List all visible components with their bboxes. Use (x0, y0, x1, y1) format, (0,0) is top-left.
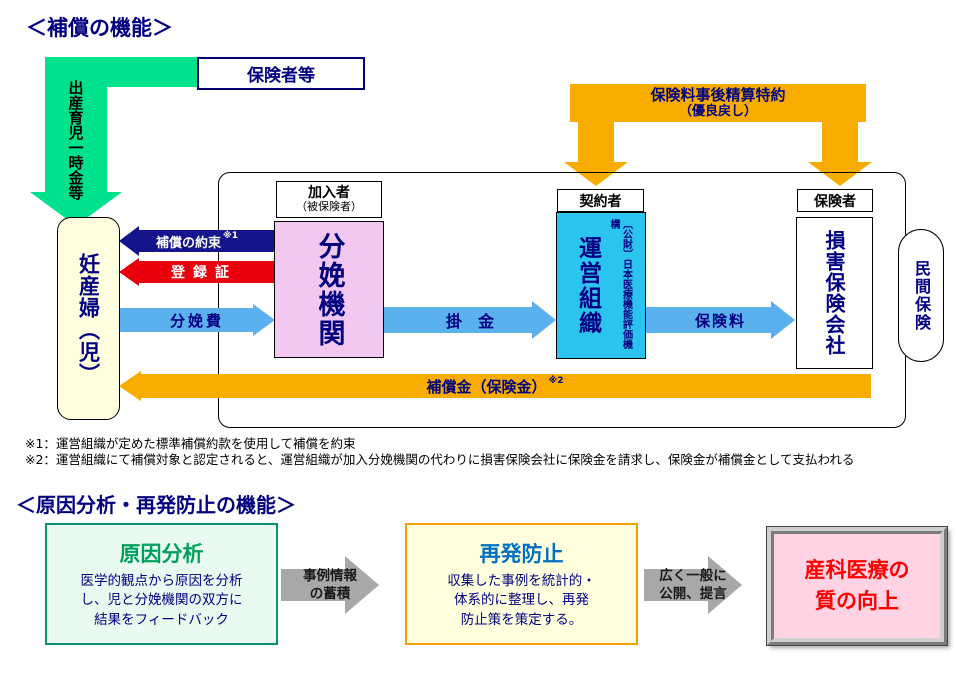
delivery-institution-box: 分娩機関 (274, 221, 384, 358)
member-label-box: 加入者 （被保険者） (276, 181, 382, 218)
member-label: 加入者 (308, 184, 350, 201)
arrow-head (345, 556, 379, 614)
operating-org-subname: 〔公財〕日本医療機能評価機構 (608, 218, 632, 349)
green-flow-connector (104, 57, 198, 87)
cause-analysis-title: 原因分析 (119, 541, 204, 566)
cause-analysis-body: 医学的観点から原因を分析 し、児と分娩機関の双方に 結果をフィードバック (80, 572, 243, 628)
settlement-rider-line1: 保険料事後精算特約 (650, 86, 786, 105)
registration-card-arrow: 登録証 (119, 258, 275, 286)
arrow-body (281, 569, 345, 601)
arrow-label: 分娩費 (169, 311, 224, 330)
arrow-body (139, 261, 275, 283)
arrow-label: 保険料 (694, 311, 746, 330)
arrow-body (644, 569, 708, 601)
cause-analysis-box: 原因分析 医学的観点から原因を分析 し、児と分娩機関の双方に 結果をフィードバッ… (45, 523, 278, 645)
delivery-fee-arrow: 分娩費 (119, 304, 275, 336)
publication-arrow: 広く一般に 公開、提言 (644, 556, 742, 614)
member-sublabel: （被保険者） (296, 200, 362, 214)
prevention-box: 再発防止 収集した事例を統計的・ 体系的に整理し、再発 防止策を策定する。 (405, 523, 638, 645)
green-flow-arrow-body (45, 57, 107, 192)
compensation-promise-arrow: 補償の約束※1 (119, 226, 275, 256)
arrow-body (646, 307, 771, 333)
compensation-section-title: ＜補償の機能＞ (26, 16, 173, 40)
arrow-label: 補償の約束※1 (119, 226, 275, 256)
arrow-label-note: ※1 (223, 231, 239, 241)
prevention-title: 再発防止 (479, 541, 564, 566)
arrow-label-note: ※2 (548, 376, 564, 386)
footnote-1: ※1：運営組織が定めた標準補償約款を使用して補償を約束 (25, 436, 356, 451)
insurance-company-box: 損害保険会社 (796, 217, 873, 369)
rider-down-arrow-left-head (564, 162, 628, 186)
premium-arrow: 保険料 (646, 301, 795, 339)
settlement-rider-band: 保険料事後精算特約 （優良戻し） (570, 84, 866, 122)
rider-down-arrow-left-body (578, 121, 614, 162)
insurer-label-box: 保険者 (797, 189, 873, 212)
arrow-label: 掛 金 (445, 312, 494, 331)
arrow-body (139, 230, 275, 252)
footnote-2: ※2：運営組織にて補償対象と認定されると、運営組織が加入分娩機関の代わりに損害保… (25, 452, 855, 467)
green-flow-label: 出産育児一時金等 (66, 80, 85, 200)
policyholder-label-box: 契約者 (557, 189, 644, 212)
arrow-head (119, 371, 141, 401)
operating-org-box: 運営組織 〔公財〕日本医療機能評価機構 (556, 212, 646, 359)
prevention-body: 収集した事例を統計的・ 体系的に整理し、再発 防止策を策定する。 (447, 572, 596, 628)
arrow-body (141, 374, 871, 398)
case-info-arrow: 事例情報 の蓄積 (281, 556, 379, 614)
rider-down-arrow-right-head (808, 162, 872, 186)
compensation-money-arrow: 補償金（保険金）※2 (119, 371, 871, 401)
insurer-box: 保険者等 (197, 57, 365, 90)
arrow-head (119, 226, 139, 256)
rider-down-arrow-right-body (822, 121, 858, 162)
arrow-label: 登録証 (171, 265, 237, 281)
arrow-head (119, 258, 139, 286)
arrow-label: 補償金（保険金）※2 (119, 371, 871, 401)
arrow-head (708, 556, 742, 614)
arrow-head (532, 301, 556, 339)
analysis-section-title: ＜原因分析・再発防止の機能＞ (16, 493, 296, 517)
arrow-label-text: 補償の約束 (155, 235, 221, 251)
arrow-body (119, 308, 253, 332)
arrow-label: 広く一般に 公開、提言 (659, 567, 727, 602)
operating-org-name: 運営組織 (574, 235, 601, 336)
mother-box: 妊産婦（児） (57, 217, 120, 420)
settlement-rider-line2: （優良戻し） (678, 104, 757, 120)
arrow-label-text: 補償金（保険金） (426, 377, 547, 396)
quality-improvement-box: 産科医療の 質の向上 (766, 526, 948, 646)
contribution-arrow: 掛 金 (384, 301, 556, 339)
arrow-head (253, 304, 275, 336)
arrow-head (771, 301, 795, 339)
arrow-label: 事例情報 の蓄積 (303, 567, 357, 602)
private-insurance-box: 民間保険 (898, 229, 944, 362)
arrow-body (384, 307, 532, 333)
